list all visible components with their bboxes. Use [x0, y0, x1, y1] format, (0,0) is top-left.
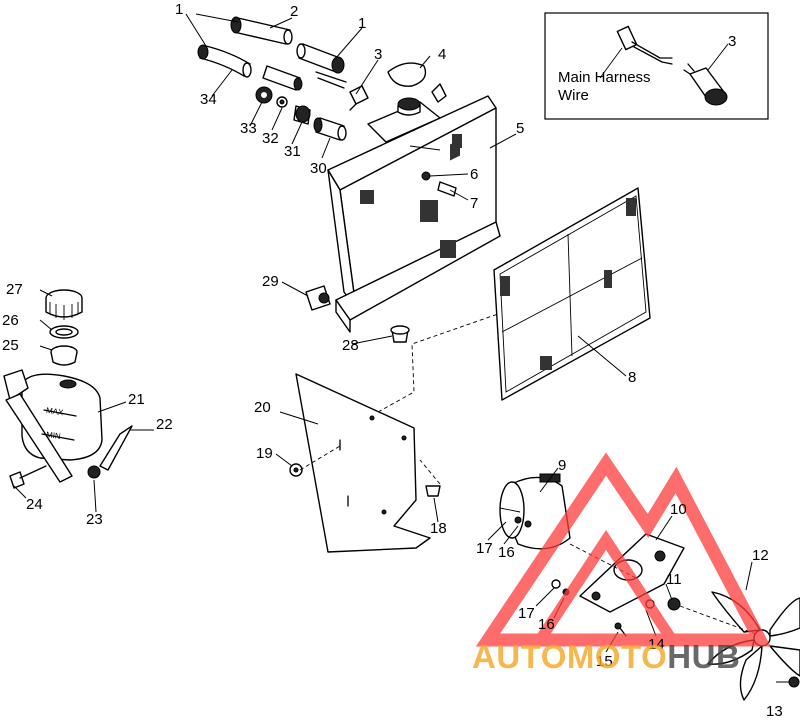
- temp-switch: [683, 63, 728, 106]
- callout-25: 25: [2, 337, 19, 354]
- callout-34: 34: [200, 91, 217, 108]
- callout-8: 8: [628, 369, 637, 386]
- tank-max-mark: MAX: [45, 405, 64, 418]
- callout-9: 9: [558, 457, 567, 474]
- callout-4: 4: [438, 46, 447, 63]
- tank-cap-27: [45, 289, 83, 320]
- callout-28: 28: [342, 337, 359, 354]
- watermark-text: AUTOMOTOHUB: [472, 640, 740, 673]
- grommet-28: [390, 325, 410, 343]
- callout-24: 24: [26, 496, 43, 513]
- clamp-23: [87, 465, 101, 479]
- nut-13: [788, 676, 800, 688]
- watermark-logo: [475, 452, 771, 647]
- fitting-32: [276, 96, 288, 108]
- callout-2: 2: [290, 3, 299, 20]
- inset-label-line2: Wire: [558, 87, 589, 104]
- inset-label-line1: Main Harness: [558, 69, 651, 86]
- callout-22: 22: [156, 416, 173, 433]
- callout-17-upper: 17: [476, 540, 493, 557]
- inset-label: Main Harness Wire: [558, 69, 651, 105]
- fitting-33: [255, 86, 273, 104]
- bolt-6: [421, 171, 431, 181]
- callout-26: 26: [2, 312, 19, 329]
- callout-16-upper: 16: [498, 544, 515, 561]
- callout-3-inset: 3: [728, 33, 737, 50]
- harness-connector: [599, 25, 673, 79]
- upper-hose-2: [230, 16, 293, 45]
- callout-20: 20: [254, 399, 271, 416]
- callout-19: 19: [256, 445, 273, 462]
- gasket-25: [50, 345, 78, 366]
- callout-29: 29: [262, 273, 279, 290]
- callout-15: 15: [596, 653, 613, 670]
- tank-min-mark: MIN: [45, 430, 62, 441]
- callout-6: 6: [470, 166, 479, 183]
- callout-21: 21: [128, 391, 145, 408]
- callout-31: 31: [284, 143, 301, 160]
- watermark-text-auto: AUTOMOTO: [472, 638, 668, 675]
- callout-7: 7: [470, 195, 479, 212]
- callout-27: 27: [6, 281, 23, 298]
- fitting-30: [313, 117, 347, 141]
- callout-10: 10: [670, 501, 687, 518]
- callout-11: 11: [666, 571, 682, 588]
- callout-17-lower: 17: [518, 605, 535, 622]
- drain-valve: [305, 285, 331, 311]
- shroud-panel: [295, 373, 431, 553]
- callout-18: 18: [430, 520, 447, 537]
- callout-13: 13: [766, 703, 783, 720]
- watermark-text-hub: HUB: [667, 638, 741, 675]
- radiator-screen: [493, 187, 651, 401]
- fitting-31: [293, 105, 311, 125]
- screw-24: [9, 465, 47, 489]
- callout-30: 30: [310, 160, 327, 177]
- callout-3-sensor: 3: [374, 46, 383, 63]
- leader-lines: [13, 13, 790, 683]
- callout-14: 14: [648, 636, 665, 653]
- callout-32: 32: [262, 130, 279, 147]
- inset-box: [544, 12, 769, 120]
- callout-1-hoses: 1: [175, 1, 184, 18]
- washer-7: [437, 181, 457, 197]
- sensor-3: [349, 85, 369, 111]
- callout-33: 33: [240, 120, 257, 137]
- callout-1-hose: 1: [358, 15, 367, 32]
- overflow-bottle: [3, 369, 103, 483]
- radiator: [327, 83, 501, 333]
- callout-5: 5: [516, 120, 525, 137]
- hose-34: [197, 44, 252, 78]
- callout-23: 23: [86, 511, 103, 528]
- radiator-cap: [387, 62, 427, 87]
- grommet-19: [289, 463, 303, 477]
- hose-22: [99, 425, 133, 471]
- callout-16-lower: 16: [538, 616, 555, 633]
- callout-12: 12: [752, 547, 769, 564]
- seal-26: [49, 325, 79, 339]
- hose-coupler: [262, 65, 347, 91]
- hose-1: [296, 43, 345, 74]
- grommet-18: [425, 485, 441, 497]
